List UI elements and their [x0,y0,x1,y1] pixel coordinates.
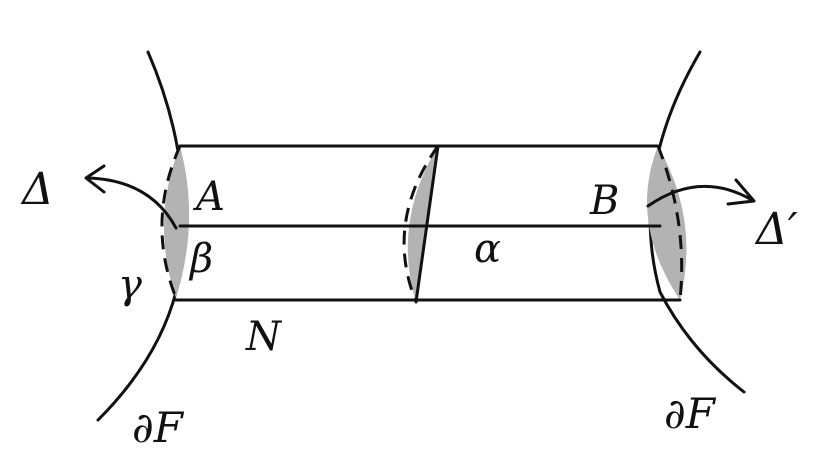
label-n: N [245,314,283,360]
left-shaded-region [163,146,190,298]
left-arrow [86,176,178,230]
right-arrowhead [726,178,756,206]
label-beta: β [188,236,213,282]
label-delta-left: Δ [20,164,54,215]
middle-transverse-line [414,144,440,304]
label-boundary-right: ∂F [664,389,717,438]
label-gamma: γ [118,262,142,308]
middle-dashed-arc [402,145,440,303]
label-a: A [192,174,225,220]
right-dashed-arc [656,145,684,301]
label-alpha: α [474,226,501,272]
middle-shaded-region [407,146,438,302]
label-boundary-left: ∂F [132,403,185,452]
left-arrowhead [84,164,106,194]
right-boundary-curve [648,50,746,394]
right-arrow [646,184,754,208]
left-dashed-arc [160,145,182,299]
right-shaded-region [647,146,687,300]
label-delta-right: Δ′ [754,204,798,255]
label-b: B [589,178,619,224]
